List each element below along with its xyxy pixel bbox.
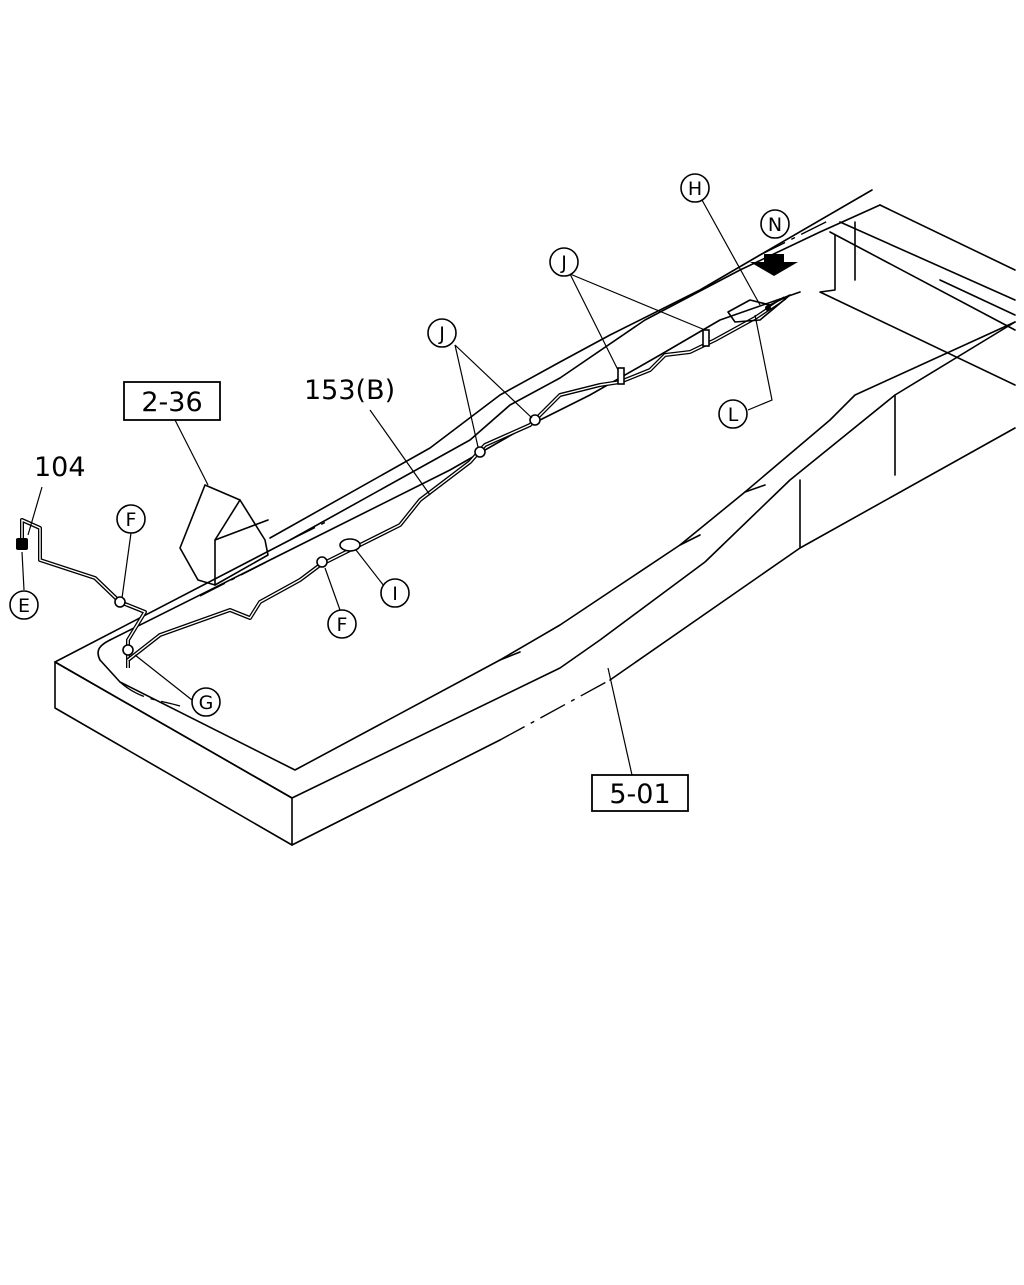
frame-rail bbox=[54, 189, 1016, 846]
callout-g-label: G bbox=[199, 692, 214, 714]
callout-e: E bbox=[9, 590, 39, 620]
callout-n: N bbox=[760, 209, 790, 239]
callout-h-label: H bbox=[688, 178, 702, 200]
callout-i: I bbox=[380, 578, 410, 608]
pipe-104 bbox=[16, 518, 147, 668]
callout-j-right: J bbox=[549, 247, 579, 277]
clip-j1-icon bbox=[474, 446, 486, 458]
callout-f-left-label: F bbox=[126, 509, 137, 531]
pipe-153b bbox=[126, 296, 787, 662]
clip-i-icon bbox=[339, 538, 361, 552]
callout-l-label: L bbox=[728, 404, 739, 426]
callout-n-label: N bbox=[768, 214, 782, 236]
callout-f-mid-label: F bbox=[337, 614, 348, 636]
callout-j-right-label: J bbox=[560, 252, 567, 274]
ref-2-36-label: 2-36 bbox=[141, 387, 202, 418]
pipe-end-fitting-icon bbox=[16, 538, 28, 550]
clip-j3-icon bbox=[617, 367, 625, 385]
leader-lines bbox=[21, 199, 773, 776]
callout-f-mid: F bbox=[327, 609, 357, 639]
callout-e-label: E bbox=[18, 595, 30, 617]
callout-j-mid: J bbox=[427, 318, 457, 348]
ref-box-2-36: 2-36 bbox=[123, 381, 221, 421]
clip-f-mid-icon bbox=[316, 556, 328, 568]
callout-g: G bbox=[191, 687, 221, 717]
callout-f-left: F bbox=[116, 504, 146, 534]
callout-l: L bbox=[718, 399, 748, 429]
clip-f-left-icon bbox=[114, 596, 126, 608]
ref-box-5-01: 5-01 bbox=[591, 774, 689, 812]
bracket-2-36 bbox=[179, 484, 269, 586]
pipe-clips bbox=[114, 294, 791, 656]
junction-block-icon bbox=[727, 294, 791, 323]
clip-g-icon bbox=[122, 644, 134, 656]
callout-i-label: I bbox=[392, 583, 398, 605]
callout-j-mid-label: J bbox=[438, 323, 445, 345]
ref-5-01-label: 5-01 bbox=[609, 779, 670, 810]
part-153b-label: 153(B) bbox=[304, 375, 395, 406]
clip-j2-icon bbox=[529, 414, 541, 426]
callout-h: H bbox=[680, 173, 710, 203]
clip-j4-icon bbox=[702, 329, 710, 347]
part-104-label: 104 bbox=[34, 452, 86, 483]
direction-arrow-icon bbox=[750, 254, 798, 276]
